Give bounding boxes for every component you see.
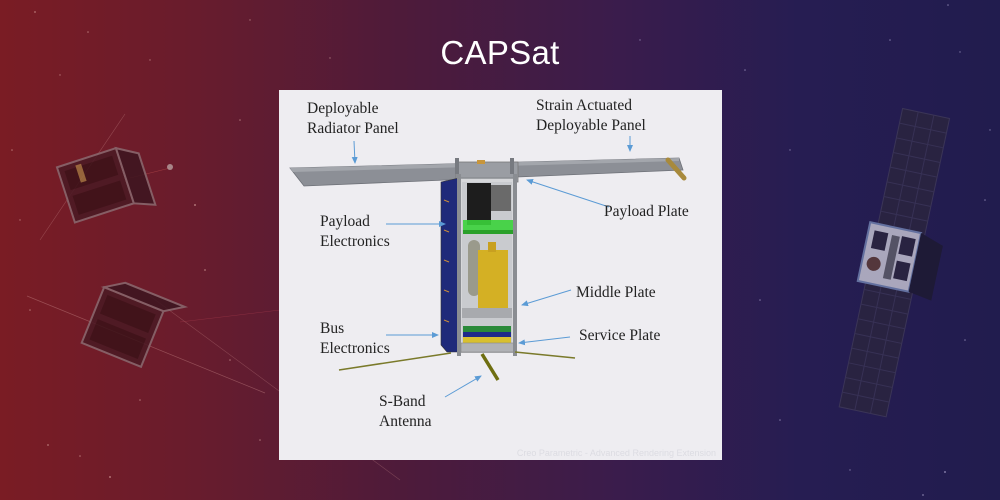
s-band-antenna-shape: [480, 353, 500, 381]
label-middle-plate: Middle Plate: [576, 284, 656, 301]
middle-plate-shape: [462, 308, 512, 318]
label-payload-electronics: Payload Electronics: [320, 213, 390, 250]
label-strain-actuated-deployable-panel: Strain Actuated Deployable Panel: [536, 97, 646, 134]
capsat-cad-rendering: [289, 136, 687, 398]
cubesat-illustration-1: [55, 146, 157, 224]
deployed-panel-satellite-illustration: [838, 107, 951, 418]
slide-title: CAPSat: [440, 34, 560, 71]
render-watermark: Creo Parametric - Advanced Rendering Ext…: [516, 448, 716, 458]
payload-component: [467, 183, 491, 225]
label-bus-electronics: Bus Electronics: [320, 320, 390, 357]
capsat-diagram: Deployable Radiator Panel Strain Actuate…: [279, 90, 722, 460]
label-s-band-antenna: S-Band Antenna: [379, 393, 432, 430]
bus-electronics-shape: [463, 326, 511, 332]
side-solar-panel: [440, 177, 460, 353]
label-service-plate: Service Plate: [579, 327, 661, 344]
service-plate-shape: [460, 342, 516, 353]
cubesat-illustration-2: [80, 281, 189, 369]
label-payload-plate: Payload Plate: [604, 203, 689, 220]
label-deployable-radiator-panel: Deployable Radiator Panel: [307, 100, 399, 137]
